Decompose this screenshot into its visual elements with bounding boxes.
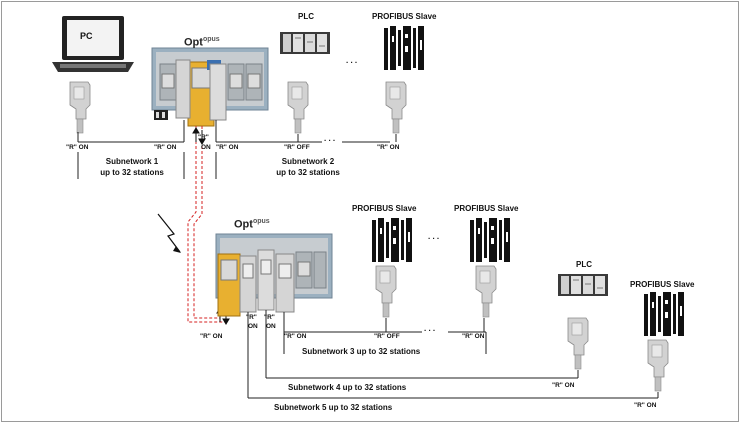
pc-laptop-icon <box>52 16 134 72</box>
optopus-module-top-icon <box>151 47 269 127</box>
plc-icon <box>557 273 609 297</box>
subnetwork-1-title: Subnetwork 1 <box>105 157 159 166</box>
on-label: ON <box>266 323 276 330</box>
subnetwork-2-bus <box>215 120 397 179</box>
plc-label: PLC <box>576 260 592 269</box>
wireless-lightning-icon <box>157 213 181 253</box>
plc-label-top: PLC <box>298 12 314 21</box>
pc-label: PC <box>80 31 93 41</box>
on-label: ON <box>201 144 211 151</box>
profibus-slave-icon <box>470 218 510 262</box>
ellipsis-top-bus: . . . <box>324 134 336 143</box>
r-on-label: "R" ON <box>552 382 575 389</box>
profibus-slave-label-top: PROFIBUS Slave <box>372 12 437 21</box>
bus-connector-icon <box>647 339 669 392</box>
subnetwork-4-bus <box>265 310 579 379</box>
subnetwork-4-label: Subnetwork 4 up to 32 stations <box>288 383 407 392</box>
r-label: "R" <box>264 314 275 321</box>
r-label: "R" <box>198 134 209 141</box>
r-on-label: "R" ON <box>154 144 177 151</box>
profibus-slave-label: PROFIBUS Slave <box>630 280 695 289</box>
profibus-slave-icon <box>384 26 424 70</box>
optopus-brand-bottom: Optopus <box>234 218 270 231</box>
r-on-label: "R" ON <box>462 333 485 340</box>
subnetwork-1-bus <box>77 120 185 179</box>
optopus-module-bottom-icon <box>215 233 333 317</box>
plc-icon <box>279 31 331 55</box>
subnetwork-5-label: Subnetwork 5 up to 32 stations <box>274 403 393 412</box>
subnetwork-1-capacity: up to 32 stations <box>100 168 164 177</box>
subnetwork-5-bus <box>247 312 659 399</box>
profibus-slave-icon <box>372 218 412 262</box>
r-on-label: "R" ON <box>634 402 657 409</box>
ellipsis-top: . . . <box>346 56 358 65</box>
r-on-label: "R" ON <box>216 144 239 151</box>
r-on-label: "R" ON <box>200 333 223 340</box>
subnetwork-2-capacity: up to 32 stations <box>276 168 340 177</box>
bus-connector-icon <box>385 81 407 134</box>
profibus-slave-icon <box>644 292 684 336</box>
subnetwork-3-label: Subnetwork 3 up to 32 stations <box>302 347 421 356</box>
optopus-brand-top: Optopus <box>184 36 220 49</box>
bus-connector-icon <box>375 265 397 318</box>
on-label: ON <box>248 323 258 330</box>
r-on-label: "R" ON <box>284 333 307 340</box>
bus-connector-icon <box>287 81 309 134</box>
subnetwork-3-bus <box>283 312 487 354</box>
bus-connector-icon <box>567 317 589 370</box>
ellipsis-bottom: . . . <box>428 232 440 241</box>
r-label: "R" <box>246 314 257 321</box>
r-off-label: "R" OFF <box>284 144 310 151</box>
r-on-label: "R" ON <box>377 144 400 151</box>
r-on-label: "R" ON <box>66 144 89 151</box>
profibus-slave-label: PROFIBUS Slave <box>454 204 519 213</box>
profibus-slave-label: PROFIBUS Slave <box>352 204 417 213</box>
r-off-label: "R" OFF <box>374 333 400 340</box>
ellipsis-bottom-bus: . . . <box>424 324 436 333</box>
subnetwork-2-title: Subnetwork 2 <box>281 157 335 166</box>
bus-connector-icon <box>475 265 497 318</box>
bus-connector-icon <box>69 81 91 134</box>
